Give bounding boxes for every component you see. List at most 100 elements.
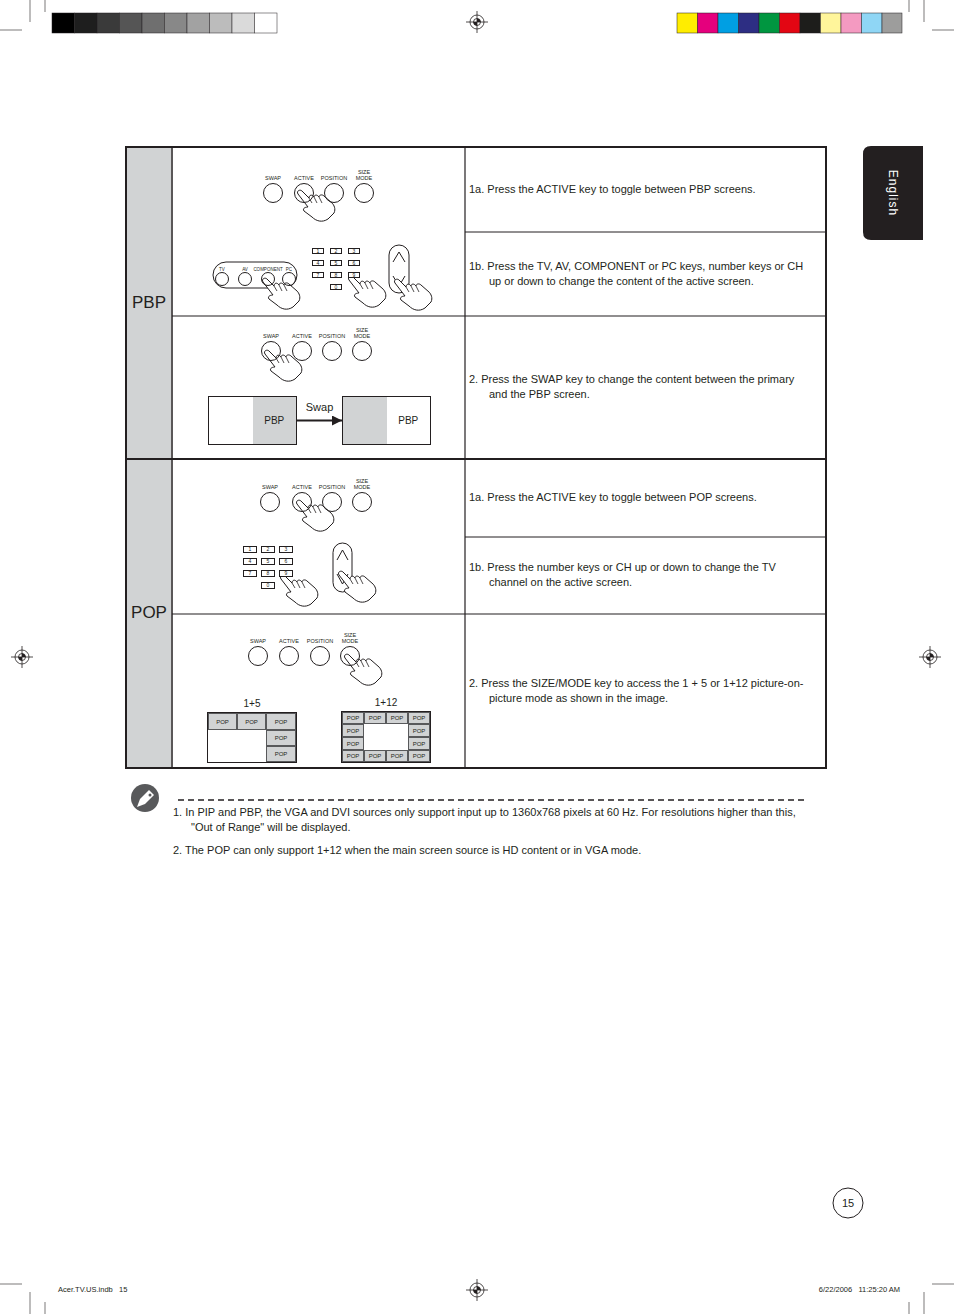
node-text: POP — [347, 728, 360, 734]
screen-diagram: PBP — [208, 396, 297, 445]
node-text: POP — [369, 715, 382, 721]
node-text: 2 — [267, 547, 270, 552]
keypad-key: 2 — [330, 248, 342, 254]
node-text: 5 — [335, 261, 338, 266]
pop-window: POP — [208, 713, 237, 730]
note-text: 2. The POP can only support 1+12 when th… — [173, 843, 813, 858]
keypad-key: 7 — [243, 570, 257, 577]
node-text: POSITION — [321, 176, 347, 182]
node-text: POSITION — [319, 485, 345, 491]
pop-window: POP — [266, 713, 296, 730]
node-text: POP — [275, 719, 288, 725]
keypad-key: 9 — [279, 570, 293, 577]
remote-key: ACTIVE — [292, 492, 312, 512]
swap-arrow — [297, 420, 342, 422]
remote-key: SIZE MODE — [352, 492, 372, 512]
keypad-key: 6 — [348, 260, 360, 266]
pop-window: POP — [364, 750, 386, 762]
remote-key: POSITION — [322, 492, 342, 512]
node-text: TV — [219, 268, 225, 273]
keypad-key: 4 — [243, 558, 257, 565]
node-text: POP — [216, 719, 229, 725]
node-text: POP — [413, 715, 426, 721]
node-text: SWAP — [250, 639, 266, 645]
instruction-text: 2. Press the SWAP key to change the cont… — [469, 372, 809, 402]
keypad-key: 5 — [330, 260, 342, 266]
keypad-key: 0 — [330, 284, 342, 290]
tab-label: English — [887, 170, 899, 216]
pop-window: POP — [237, 713, 266, 730]
note-text: 1. In PIP and PBP, the VGA and DVI sourc… — [173, 805, 813, 835]
remote-key: SWAP — [263, 183, 283, 203]
instruction-text: 1a. Press the ACTIVE key to toggle betwe… — [469, 182, 819, 197]
pop-window: POP — [342, 750, 364, 762]
node-text: PBP — [253, 397, 297, 444]
node-text: 0 — [335, 285, 338, 290]
node-text: ACTIVE — [294, 176, 314, 182]
remote-key: POSITION — [322, 341, 342, 361]
keypad-key: 5 — [261, 558, 275, 565]
pop-window: POP — [342, 724, 364, 737]
node-text: SIZE MODE — [339, 633, 361, 644]
node-text: ACTIVE — [292, 334, 312, 340]
node-text: 7 — [317, 273, 320, 278]
source-key: TV — [215, 272, 229, 286]
keypad-key: 4 — [312, 260, 324, 266]
node-text: POP — [413, 753, 426, 759]
remote-key: SWAP — [261, 341, 281, 361]
pop-screen: 1+5POPPOPPOPPOPPOP — [208, 713, 296, 762]
node-text: 6 — [353, 261, 356, 266]
remote-key: SIZE MODE — [340, 646, 360, 666]
node-text: ACTIVE — [292, 485, 312, 491]
keypad-key: 9 — [348, 272, 360, 278]
node-text: POP — [347, 715, 360, 721]
source-key: PC — [282, 272, 296, 286]
node-text: SIZE MODE — [351, 328, 373, 339]
node-text: 9 — [285, 571, 288, 576]
node-text: POP — [413, 741, 426, 747]
keypad-key: 1 — [312, 248, 324, 254]
node-text: POP — [413, 728, 426, 734]
pop-window: POP — [386, 750, 408, 762]
page-number: 15 — [828, 1195, 868, 1211]
node-text: PC — [286, 268, 292, 273]
node-text: PBP — [132, 294, 166, 313]
node-text: 1+5 — [244, 699, 261, 709]
instruction-text: 1b. Press the number keys or CH up or do… — [469, 560, 809, 590]
section-band: POP — [127, 460, 171, 767]
remote-key: POSITION — [310, 646, 330, 666]
node-text: SWAP — [263, 334, 279, 340]
node-text: POSITION — [307, 639, 333, 645]
source-key: COMPONENT — [261, 272, 275, 286]
pop-window: POP — [266, 746, 296, 762]
node-text: POP — [347, 753, 360, 759]
node-text: 4 — [249, 559, 252, 564]
remote-key: SIZE MODE — [352, 341, 372, 361]
node-text: 6 — [285, 559, 288, 564]
node-text: SWAP — [262, 485, 278, 491]
pop-window: POP — [266, 730, 296, 746]
node-text: 5 — [267, 559, 270, 564]
node-text: SIZE MODE — [353, 170, 375, 181]
footer-text: Acer.TV.US.indb 15 — [58, 1285, 258, 1295]
remote-key: POSITION — [324, 183, 344, 203]
pop-window: POP — [364, 712, 386, 724]
node-text: POP — [347, 741, 360, 747]
node-text: POSITION — [319, 334, 345, 340]
node-text: SIZE MODE — [351, 479, 373, 490]
keypad-key: 6 — [279, 558, 293, 565]
node-text: 9 — [353, 273, 356, 278]
node-text: POP — [275, 735, 288, 741]
pop-window: POP — [342, 712, 364, 724]
node-text: POP — [275, 751, 288, 757]
node-text: 4 — [317, 261, 320, 266]
node-text: POP — [245, 719, 258, 725]
node-text: ACTIVE — [279, 639, 299, 645]
keypad-key: 8 — [261, 570, 275, 577]
node-text: 8 — [267, 571, 270, 576]
node-text: 1 — [317, 249, 320, 254]
node-text: POP — [391, 753, 404, 759]
keypad-key: 3 — [279, 546, 293, 553]
pop-window: POP — [408, 737, 430, 750]
